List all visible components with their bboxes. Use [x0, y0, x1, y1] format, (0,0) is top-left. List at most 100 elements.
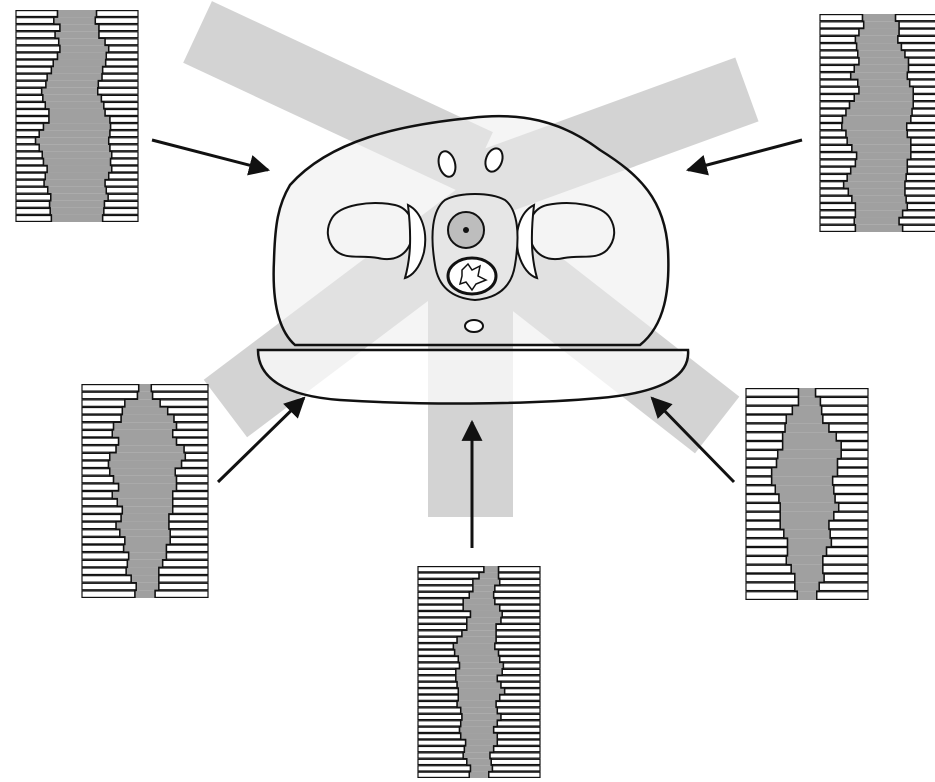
mlc-opening [797, 591, 817, 600]
mlc-leaf-left [16, 159, 43, 165]
mlc-leaf-right [99, 32, 138, 38]
mlc-opening [114, 476, 177, 484]
mlc-leaf-left [16, 117, 49, 123]
mlc-opening [129, 552, 167, 560]
mlc-leaf-left [16, 166, 47, 172]
mlc-opening [787, 538, 831, 547]
mlc-opening [459, 662, 503, 668]
mlc-opening [43, 123, 110, 130]
mlc-leaf-right [175, 469, 208, 475]
mlc-leaf-right [834, 486, 868, 494]
mlc-leaf-right [910, 80, 935, 86]
mlc-leaf-right [907, 160, 935, 166]
mlc-leaf-left [82, 507, 122, 513]
mlc-leaf-right [836, 433, 868, 441]
mlc-leaf-right [820, 397, 868, 405]
mlc-leaf-right [97, 11, 138, 17]
mlc-opening [45, 173, 108, 180]
mlc-leaf-right [177, 438, 209, 444]
mlc-leaf-right [896, 15, 935, 21]
mlc-opening [136, 583, 159, 591]
mlc-opening [852, 145, 911, 152]
mlc-leaf-right [911, 145, 935, 151]
mlc-leaf-left [820, 102, 850, 108]
mlc-leaf-right [497, 708, 540, 713]
mlc-opening [852, 196, 906, 203]
mlc-leaf-left [418, 689, 458, 694]
mlc-leaf-left [418, 721, 461, 726]
mlc-opening [110, 468, 176, 476]
mlc-leaf-right [109, 46, 138, 52]
mlc-opening [45, 102, 104, 109]
mlc-leaf-left [16, 25, 60, 31]
mlc-leaf-left [820, 29, 859, 35]
mlc-opening [47, 74, 102, 81]
mlc-opening [50, 208, 104, 215]
mlc-leaf-right [110, 145, 138, 151]
mlc-opening [464, 746, 493, 752]
mlc-opening [844, 181, 905, 188]
mlc-leaf-right [496, 702, 540, 707]
mlc-leaf-right [491, 759, 540, 764]
coccyx [465, 320, 483, 332]
mlc-leaf-right [111, 124, 138, 130]
mlc-opening [48, 187, 107, 194]
mlc-leaf-right [501, 682, 540, 687]
mlc-opening [42, 151, 112, 158]
mlc-opening [795, 574, 824, 583]
mlc-leaf-right [101, 95, 138, 101]
mlc-leaf-right [499, 573, 540, 578]
mlc-opening [463, 605, 500, 611]
mlc-leaf-left [418, 573, 479, 578]
mlc-leaf-left [418, 682, 457, 687]
mlc-leaf-left [82, 522, 116, 528]
mlc-opening [851, 167, 908, 174]
mlc-panel-bottom [418, 566, 540, 778]
mlc-opening [857, 43, 902, 50]
mlc-opening [859, 29, 899, 36]
mlc-leaf-left [820, 44, 857, 50]
mlc-opening [846, 108, 912, 115]
mlc-panel-upper-right [820, 14, 935, 232]
mlc-leaf-left [16, 216, 51, 222]
mlc-leaf-right [105, 180, 138, 186]
mlc-opening [783, 441, 842, 450]
mlc-leaf-right [495, 644, 540, 649]
mlc-leaf-left [746, 397, 798, 405]
mlc-leaf-left [418, 663, 459, 668]
mlc-leaf-left [418, 579, 473, 584]
mlc-opening [846, 130, 907, 137]
mlc-opening [119, 483, 177, 491]
mlc-leaf-left [16, 67, 51, 73]
mlc-opening [854, 94, 913, 101]
mlc-opening [787, 547, 826, 556]
mlc-opening [463, 752, 490, 758]
mlc-leaf-right [502, 612, 540, 617]
mlc-leaf-left [746, 512, 780, 520]
mlc-opening [786, 415, 823, 424]
mlc-leaf-left [16, 145, 39, 151]
mlc-leaf-left [820, 225, 855, 231]
mlc-opening [862, 14, 895, 21]
mlc-opening [777, 459, 838, 468]
mlc-opening [864, 21, 899, 28]
mlc-opening [47, 165, 112, 172]
mlc-opening [55, 31, 99, 38]
mlc-opening [53, 59, 105, 66]
mlc-opening [850, 101, 914, 108]
mlc-leaf-left [82, 453, 110, 459]
mlc-opening [772, 476, 833, 485]
mlc-opening [859, 58, 909, 65]
mlc-leaf-left [82, 469, 110, 475]
mlc-leaf-right [497, 740, 540, 745]
mlc-opening [857, 152, 911, 159]
mlc-opening [785, 423, 829, 432]
mlc-opening [470, 765, 492, 771]
mlc-leaf-left [418, 599, 463, 604]
mlc-leaf-left [82, 476, 114, 482]
mlc-leaf-left [82, 568, 126, 574]
mlc-opening [459, 727, 493, 733]
mlc-opening [854, 65, 908, 72]
mlc-opening [456, 675, 497, 681]
mlc-leaf-right [907, 167, 935, 173]
